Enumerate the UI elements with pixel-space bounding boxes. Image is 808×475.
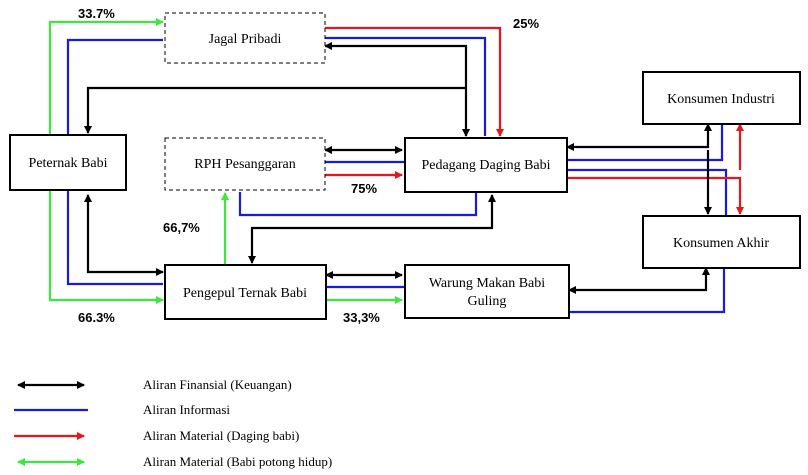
node-peternak: Peternak Babi	[9, 134, 127, 191]
flow-financial-jagal-pedagang	[324, 42, 470, 137]
legend-label-information: Aliran Informasi	[143, 402, 230, 417]
flow-financial-to-peternak	[84, 86, 466, 134]
flow-info-pedagang-industri	[567, 122, 724, 162]
flow-financial-pedagang-industri	[566, 123, 712, 151]
flow-info-peternak-pengepul	[66, 190, 163, 286]
legend-label-financial: Aliran Finansial (Keuangan)	[143, 377, 292, 392]
node-pedagang: Pedagang Daging Babi	[404, 137, 568, 193]
flow-meat-jagal-pedagang	[325, 26, 504, 137]
node-pengepul-label: Pengepul Ternak Babi	[183, 286, 307, 301]
node-konsumen-industri-label: Konsumen Industri	[667, 92, 775, 107]
legend-label-meat: Aliran Material (Daging babi)	[143, 428, 299, 443]
flow-info-peternak-jagal	[66, 38, 163, 135]
flow-info-pedagang-akhir	[567, 168, 728, 216]
pct-pengepul-to-warung: 33,3%	[343, 310, 380, 325]
pct-pengepul-to-rph: 66,7%	[163, 220, 200, 235]
node-warung-label-1: Warung Makan Babi	[429, 276, 545, 291]
node-rph-label: RPH Pesanggaran	[194, 157, 296, 172]
node-konsumen-akhir: Konsumen Akhir	[642, 215, 801, 269]
node-jagal-label: Jagal Pribadi	[209, 32, 282, 47]
node-konsumen-industri: Konsumen Industri	[642, 71, 801, 125]
flow-info-jagal-pedagang	[325, 36, 487, 136]
flow-meat-pedagang-akhir	[567, 176, 744, 215]
flow-info-warung-akhir	[569, 268, 726, 314]
node-rph: RPH Pesanggaran	[164, 137, 326, 191]
node-jagal: Jagal Pribadi	[164, 12, 326, 64]
flow-financial-peternak-pengepul	[84, 194, 164, 276]
flow-financial-warung-akhir	[568, 267, 710, 294]
node-pedagang-label: Pedagang Daging Babi	[421, 158, 550, 173]
node-warung-label-2: Guling	[468, 294, 507, 309]
node-pengepul: Pengepul Ternak Babi	[164, 264, 327, 320]
flow-live-pig-peternak-jagal	[48, 18, 164, 135]
pct-to-pengepul: 66.3%	[78, 310, 115, 325]
legend-label-live-pig: Aliran Material (Babi potong hidup)	[143, 454, 332, 469]
flow-financial-pedagang-pengepul	[248, 194, 496, 264]
legend	[14, 381, 88, 466]
node-warung: Warung Makan Babi Guling	[404, 264, 570, 319]
pct-jagal-to-pedagang: 25%	[513, 16, 539, 31]
node-konsumen-akhir-label: Konsumen Akhir	[673, 236, 769, 251]
node-peternak-label: Peternak Babi	[29, 156, 108, 171]
pct-to-jagal: 33.7%	[78, 6, 115, 21]
flow-live-pig-peternak-pengepul	[48, 190, 164, 304]
pct-rph-to-pedagang: 75%	[351, 181, 377, 196]
